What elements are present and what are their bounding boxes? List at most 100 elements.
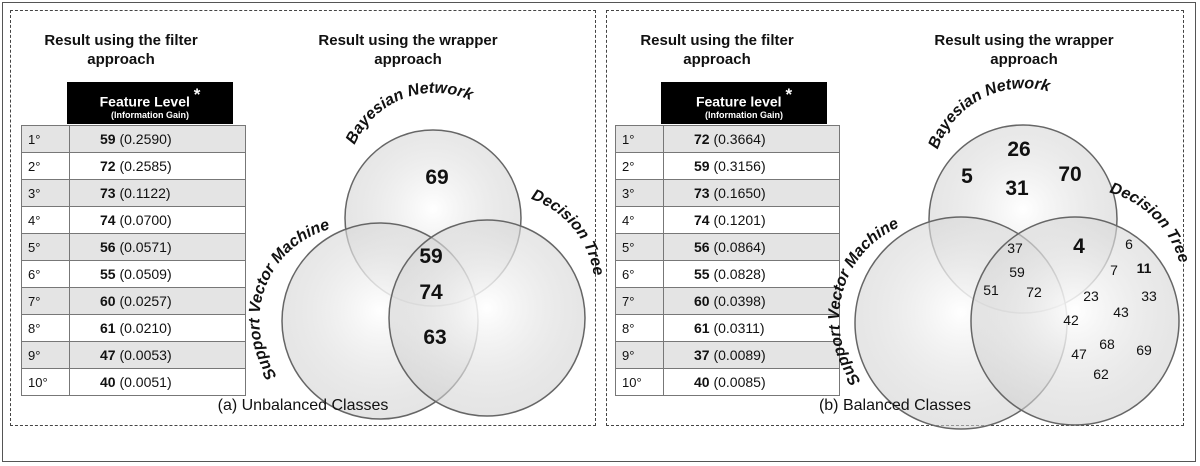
table-row: 9°47 (0.0053) [21,341,246,369]
table-header-subtitle: (Information Gain) [111,109,189,120]
feature-id: 47 [100,347,116,363]
panel-balanced: Result using the filter approach Result … [606,10,1192,430]
feature-cell: 59 (0.3156) [663,152,840,180]
tree-only-value: 69 [1136,342,1152,358]
caption-a: (a) Unbalanced Classes [217,397,389,414]
venn-diagram: Bayesian Network Support Vector Machine … [246,80,607,420]
information-gain: (0.0311) [713,320,765,336]
feature-id: 73 [694,185,710,201]
information-gain: (0.0864) [713,239,766,255]
tree-only-value: 7 [1110,262,1118,278]
information-gain: (0.3664) [713,131,766,147]
bn-tree-value: 4 [1073,235,1085,258]
feature-cell: 60 (0.0398) [663,287,840,315]
table-row: 3°73 (0.1122) [21,179,246,207]
rank-cell: 7° [21,287,70,315]
tree-only-value: 42 [1063,312,1079,328]
table-row: 8°61 (0.0311) [615,314,840,342]
filter-heading: Result using the filter approach [640,32,794,68]
rank-cell: 4° [615,206,664,234]
feature-cell: 72 (0.3664) [663,125,840,153]
tree-circle [388,219,586,417]
feature-id: 55 [694,266,710,282]
information-gain: (0.0089) [713,347,766,363]
table-row: 7°60 (0.0257) [21,287,246,315]
rank-cell: 1° [615,125,664,153]
table-row: 7°60 (0.0398) [615,287,840,315]
feature-id: 40 [694,374,710,390]
bn-only-value: 26 [1007,138,1030,161]
wrapper-heading: Result using the wrapper approach [934,32,1114,68]
table-row: 9°37 (0.0089) [615,341,840,369]
information-gain: (0.0085) [713,374,766,390]
rank-cell: 6° [615,260,664,288]
table-row: 5°56 (0.0864) [615,233,840,261]
ranking-table: 1°72 (0.3664)2°59 (0.3156)3°73 (0.1650)4… [615,125,840,396]
table-header-star: * [785,85,793,104]
feature-id: 72 [694,131,710,147]
table-header-star: * [193,85,201,104]
table-header-title: Feature Level [99,93,190,110]
table-row: 6°55 (0.0828) [615,260,840,288]
table-header: Feature level * (Information Gain) [661,82,827,124]
feature-cell: 73 (0.1650) [663,179,840,207]
rank-cell: 3° [615,179,664,207]
tree-only-value: 23 [1083,288,1099,304]
rank-cell: 6° [21,260,70,288]
feature-id: 55 [100,266,116,282]
feature-cell: 40 (0.0051) [69,368,246,396]
rank-cell: 10° [615,368,664,396]
table-row: 8°61 (0.0210) [21,314,246,342]
rank-cell: 9° [21,341,70,369]
caption-b: (b) Balanced Classes [818,397,972,414]
rank-cell: 4° [21,206,70,234]
information-gain: (0.0210) [119,320,172,336]
tree-only-value: 6 [1125,236,1133,252]
feature-id: 73 [100,185,116,201]
tree-only-value: 47 [1071,346,1087,362]
table-row: 2°59 (0.3156) [615,152,840,180]
information-gain: (0.1122) [119,185,171,201]
table-row: 4°74 (0.1201) [615,206,840,234]
feature-cell: 59 (0.2590) [69,125,246,153]
feature-cell: 72 (0.2585) [69,152,246,180]
information-gain: (0.0828) [713,266,766,282]
feature-cell: 73 (0.1122) [69,179,246,207]
information-gain: (0.0257) [119,293,172,309]
information-gain: (0.1201) [713,212,766,228]
tree-only-value: 33 [1141,288,1157,304]
feature-cell: 61 (0.0210) [69,314,246,342]
feature-cell: 55 (0.0509) [69,260,246,288]
feature-id: 72 [100,158,116,174]
information-gain: (0.0700) [119,212,172,228]
information-gain: (0.3156) [713,158,766,174]
feature-id: 59 [100,131,116,147]
tree-circle [970,216,1180,426]
feature-cell: 47 (0.0053) [69,341,246,369]
center-value: 72 [1026,284,1042,300]
table-row: 3°73 (0.1650) [615,179,840,207]
center-value: 37 [1007,240,1023,256]
table-header-subtitle: (Information Gain) [705,109,783,120]
feature-id: 60 [100,293,116,309]
feature-cell: 55 (0.0828) [663,260,840,288]
rank-cell: 8° [615,314,664,342]
table-row: 4°74 (0.0700) [21,206,246,234]
information-gain: (0.0053) [119,347,172,363]
feature-cell: 74 (0.0700) [69,206,246,234]
information-gain: (0.2590) [119,131,172,147]
feature-cell: 56 (0.0864) [663,233,840,261]
tree-only-value: 68 [1099,336,1115,352]
center-value: 59 [1009,264,1025,280]
feature-id: 40 [100,374,116,390]
table-row: 2°72 (0.2585) [21,152,246,180]
rank-cell: 9° [615,341,664,369]
rank-cell: 10° [21,368,70,396]
feature-cell: 60 (0.0257) [69,287,246,315]
rank-cell: 1° [21,125,70,153]
table-row: 1°59 (0.2590) [21,125,246,153]
rank-cell: 7° [615,287,664,315]
feature-id: 56 [100,239,116,255]
information-gain: (0.1650) [713,185,766,201]
